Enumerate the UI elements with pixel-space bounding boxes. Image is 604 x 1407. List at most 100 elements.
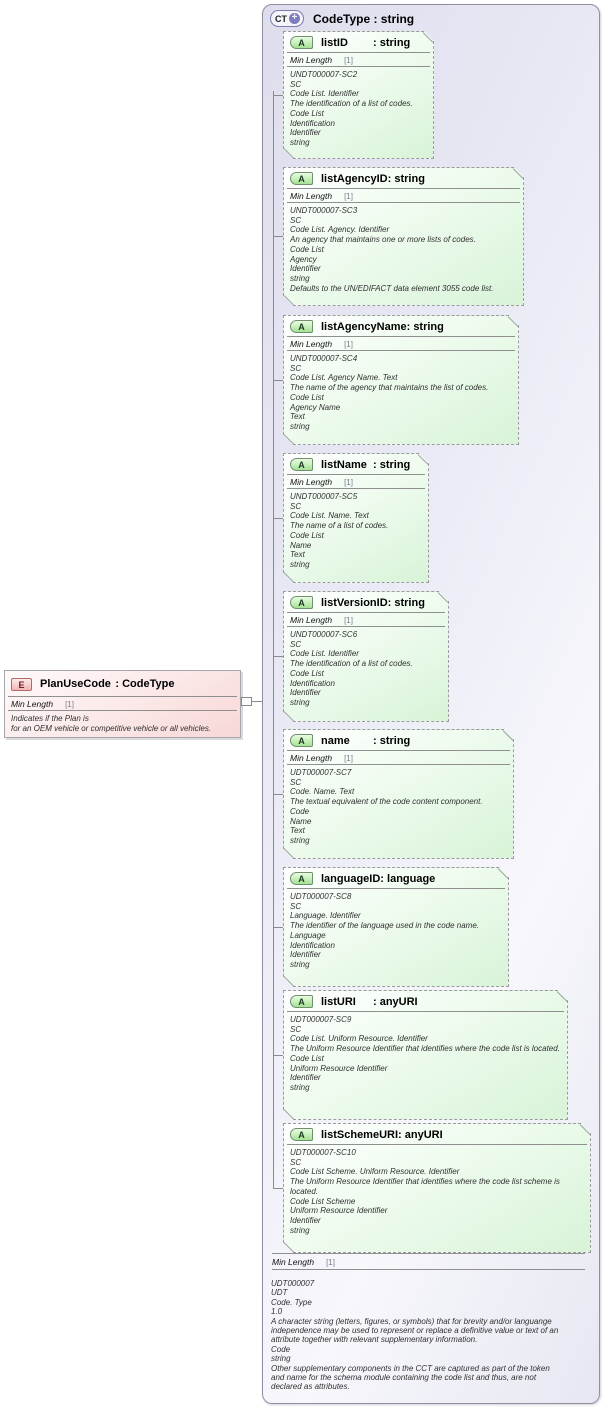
annotation-line: Indicates if the Plan is: [11, 714, 89, 723]
annotation-line: 1.0: [271, 1307, 283, 1317]
annotation-line: The name of a list of codes.: [290, 521, 389, 531]
annotation-line: SC: [290, 777, 302, 787]
annotation-line: UDT000007-SC8: [290, 892, 352, 901]
annotation-line: Identifier: [290, 950, 321, 960]
annotation-line: Code List: [290, 392, 324, 402]
attribute-icon: A: [290, 458, 313, 471]
attribute-icon: A: [290, 1128, 313, 1141]
attribute-type: : anyURI: [398, 1128, 443, 1141]
connector-stub: [273, 656, 283, 657]
facet-label: Min Length: [290, 753, 333, 763]
complex-type-facet: Min Length [1]: [269, 1253, 588, 1270]
facet-label: Min Length: [290, 477, 333, 487]
annotation-line: string: [290, 835, 310, 845]
connector-stub: [273, 95, 283, 96]
facet-label: Min Length: [290, 339, 333, 349]
attribute-icon: A: [290, 872, 313, 885]
annotation-line: string: [290, 1082, 310, 1092]
facet-label: Min Length: [272, 1257, 315, 1267]
annotation-line: string: [290, 697, 310, 707]
collapse-handle-icon[interactable]: [241, 697, 252, 706]
element-type: : CodeType: [115, 678, 175, 690]
annotation-line: Name: [290, 540, 312, 550]
annotation-line: The Uniform Resource Identifier that ide…: [290, 1177, 560, 1196]
annotation-line: UDT: [271, 1288, 288, 1298]
divider: [287, 52, 430, 53]
annotation-line: Code List: [290, 108, 324, 118]
annotation-line: Code List. Name. Text: [290, 511, 369, 521]
annotation-line: Code List: [290, 668, 324, 678]
annotation-line: UDT000007-SC9: [290, 1015, 352, 1024]
annotation-line: Identifier: [290, 1073, 321, 1083]
cut-corner: [284, 1242, 295, 1253]
facet-value: [1]: [344, 615, 353, 625]
attribute-name: languageID: [321, 872, 381, 885]
annotation-line: SC: [290, 639, 302, 649]
annotation-line: The identification of a list of codes.: [290, 659, 413, 669]
complex-type-title: CodeType : string: [313, 11, 415, 26]
annotation-line: SC: [290, 79, 302, 89]
annotation-line: Identifier: [290, 128, 321, 138]
annotation-line: The Uniform Resource Identifier that ide…: [290, 1044, 560, 1054]
attributes-group: A listID : string Min Length [1] UNDT000…: [263, 5, 599, 1403]
annotation-line: Code List: [290, 1053, 324, 1063]
complex-type-annotation: UDT000007 UDT Code. Type 1.0 A character…: [271, 1279, 563, 1392]
divider: [287, 188, 520, 189]
complex-type-header: CT + CodeType : string: [270, 10, 414, 27]
annotation-line: Agency: [290, 254, 317, 264]
attribute-name: listAgencyName: [321, 320, 407, 333]
attribute-name: name: [321, 734, 350, 747]
element-icon: E: [11, 677, 32, 691]
annotation-line: Identification: [290, 678, 335, 688]
annotation-line: SC: [290, 1024, 302, 1034]
expand-icon[interactable]: +: [289, 13, 300, 24]
annotation-line: Identification: [290, 940, 335, 950]
annotation-line: Code List. Identifier: [290, 649, 359, 659]
attribute-name: listName: [321, 458, 367, 471]
connector-trunk: [273, 91, 274, 1188]
attribute-type: : string: [373, 36, 411, 49]
facet-value: [1]: [344, 55, 353, 65]
annotation-line: Text: [290, 826, 305, 836]
connector-stub: [273, 1188, 283, 1189]
attribute-icon: A: [290, 596, 313, 609]
attribute-type: : string: [406, 320, 444, 333]
attribute-listAgencyName[interactable]: A listAgencyName : string Min Length [1]…: [283, 315, 519, 445]
annotation-line: string: [290, 1225, 310, 1235]
facet-value: [1]: [65, 699, 74, 709]
annotation-line: string: [290, 273, 310, 283]
annotation-line: for an OEM vehicle or competitive vehicl…: [11, 723, 212, 733]
attribute-type: : language: [380, 872, 436, 885]
attribute-name[interactable]: A name : string Min Length [1] UDT000007…: [283, 729, 514, 859]
divider: [287, 350, 515, 351]
annotation-line: SC: [290, 1157, 302, 1167]
complex-type-codetype[interactable]: CT + CodeType : string A listID : string…: [262, 4, 600, 1404]
attribute-listID[interactable]: A listID : string Min Length [1] UNDT000…: [283, 31, 434, 159]
annotation-line: The identifier of the language used in t…: [290, 921, 480, 931]
connector-stub: [273, 1055, 283, 1056]
annotation-line: Uniform Resource Identifier: [290, 1206, 388, 1216]
element-name: PlanUseCode: [40, 678, 111, 690]
divider: [287, 474, 425, 475]
annotation-line: Identifier: [290, 688, 321, 698]
attribute-listAgencyID[interactable]: A listAgencyID : string Min Length [1] U…: [283, 167, 524, 306]
annotation-line: UNDT000007-SC4: [290, 354, 358, 363]
divider: [8, 696, 237, 697]
annotation-line: Code. Type: [271, 1297, 312, 1307]
attribute-icon: A: [290, 172, 313, 185]
cut-corner: [284, 711, 295, 722]
annotation-line: Name: [290, 816, 312, 826]
annotation-line: UDT000007-SC7: [290, 768, 352, 777]
attribute-listName[interactable]: A listName : string Min Length [1] UNDT0…: [283, 453, 429, 583]
annotation-line: string: [290, 959, 310, 969]
annotation-line: Defaults to the UN/EDIFACT data element …: [290, 283, 494, 293]
annotation-line: UNDT000007-SC3: [290, 206, 358, 215]
facet-label: Min Length: [290, 615, 333, 625]
attribute-icon: A: [290, 734, 313, 747]
attribute-listVersionID[interactable]: A listVersionID : string Min Length [1] …: [283, 591, 449, 722]
element-planusecode[interactable]: E PlanUseCode : CodeType Min Length [1] …: [4, 670, 241, 739]
annotation-line: UDT000007-SC10: [290, 1148, 356, 1157]
